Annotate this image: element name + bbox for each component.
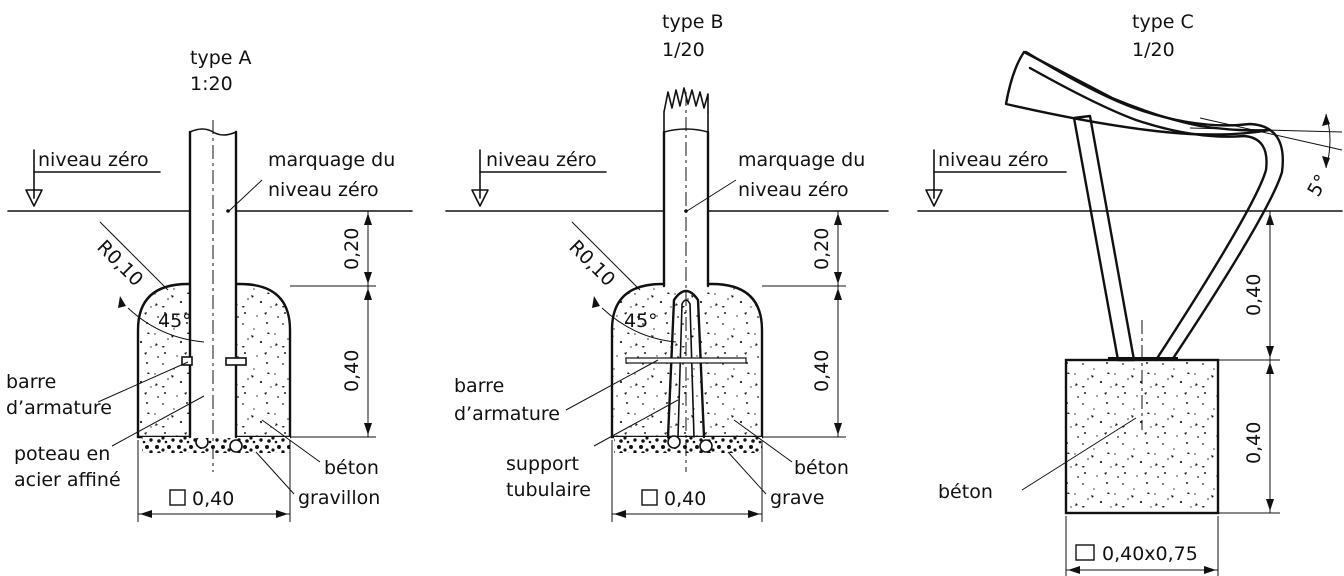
panel-type-b: type B 1/20 niveau zéro R0,10 <box>445 11 889 522</box>
panel-type-c: type C 1/20 niveau zéro 5° <box>917 11 1343 576</box>
level-symbol-icon <box>925 149 1067 207</box>
level-label: niveau zéro <box>938 149 1049 171</box>
dim-bottom: 0,40 <box>341 350 363 392</box>
mark-label-line2: niveau zéro <box>738 179 849 201</box>
level-symbol-icon <box>25 149 161 207</box>
dim-bottom: 0,40 <box>811 350 833 392</box>
rebar-label-line2: d’armature <box>6 397 112 419</box>
type-a-title: type A <box>190 47 251 69</box>
type-c-scale: 1/20 <box>1132 39 1175 61</box>
radius-label: R0,10 <box>92 236 147 291</box>
mark-label-line1: marquage du <box>268 149 395 171</box>
type-b-scale: 1/20 <box>662 39 705 61</box>
front-leg <box>1072 114 1136 362</box>
width-label: 0,40 <box>192 488 234 510</box>
gravel-label: grave <box>770 487 824 509</box>
rebar-label-line1: barre <box>6 371 56 393</box>
concrete-label: béton <box>938 481 993 503</box>
rebar-stub <box>181 356 193 366</box>
concrete-label: béton <box>324 457 379 479</box>
dim-bottom: 0,40 <box>1243 422 1265 464</box>
rebar-label-line1: barre <box>454 375 504 397</box>
rebar-label-line2: d’armature <box>454 403 560 425</box>
dim-top: 0,40 <box>1243 274 1265 316</box>
rear-bar-outer <box>1024 50 1284 362</box>
rebar-stub <box>225 357 247 366</box>
type-c-title: type C <box>1132 11 1194 33</box>
rebar-bar <box>625 357 747 364</box>
type-a-scale: 1:20 <box>190 73 233 95</box>
post-label-line2: acier affiné <box>14 469 121 491</box>
support-label-line1: support <box>506 453 579 475</box>
rectangular-section-icon <box>1075 544 1095 561</box>
base-plate <box>1108 357 1178 361</box>
level-label: niveau zéro <box>486 149 597 171</box>
post-label-line1: poteau en <box>14 443 110 465</box>
radius-label: R0,10 <box>564 236 619 291</box>
type-b-title: type B <box>662 11 724 33</box>
level-label: niveau zéro <box>38 149 149 171</box>
width-label: 0,40 <box>664 488 706 510</box>
post-break-zigzag <box>663 87 709 113</box>
dim-top: 0,20 <box>341 228 363 270</box>
gravel-layer <box>614 437 762 453</box>
gravel-label: gravillon <box>298 487 380 509</box>
dim-top: 0,20 <box>811 228 833 270</box>
angle-label: 5° <box>1303 171 1333 201</box>
support-label-line2: tubulaire <box>506 479 591 501</box>
square-section-icon <box>641 489 658 506</box>
mark-label-line2: niveau zéro <box>268 179 379 201</box>
width-label: 0,40x0,75 <box>1102 543 1198 565</box>
concrete-label: béton <box>794 457 849 479</box>
tubular-support <box>666 289 706 439</box>
mark-label-line1: marquage du <box>738 149 865 171</box>
angle-label: 45° <box>624 310 658 332</box>
angle-label: 45° <box>158 310 192 332</box>
square-section-icon <box>169 489 186 506</box>
level-symbol-icon <box>471 149 607 207</box>
rear-bar-inner <box>1028 66 1268 362</box>
gravel-layer <box>142 437 290 453</box>
concrete-block <box>1064 358 1220 515</box>
panel-type-a: type A 1:20 niveau zéro R0,10 <box>6 47 413 522</box>
